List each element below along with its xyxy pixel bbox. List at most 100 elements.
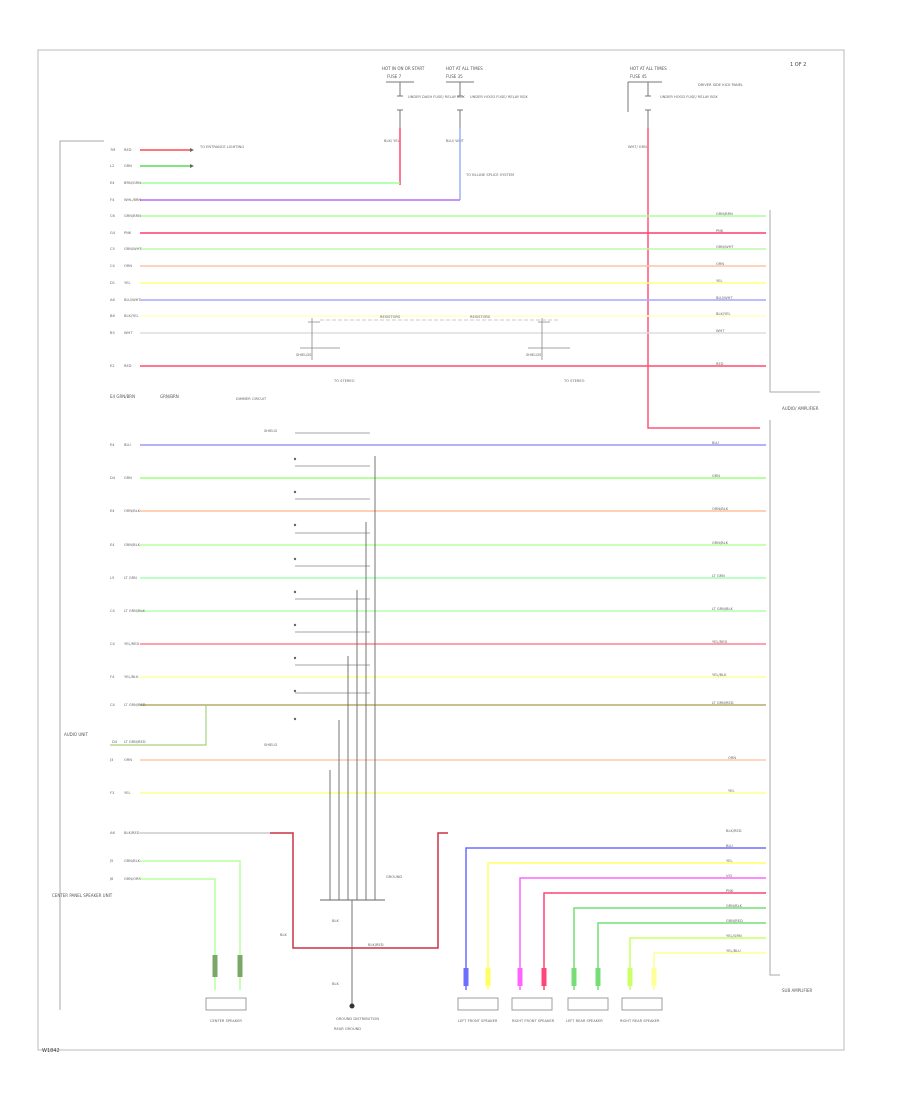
wire-code-right: LT GRN/RED	[712, 701, 734, 705]
speaker-connector	[651, 968, 657, 986]
fuse-c-bracket	[627, 81, 662, 112]
wire-code: BLK/RED	[124, 831, 140, 835]
wire-code: GRN/BRN	[124, 214, 141, 218]
right-module-bracket	[769, 210, 820, 393]
wire-code-right: LT GRN	[712, 574, 725, 578]
fuse-a-name: FUSE 7	[387, 74, 402, 79]
splice-dot	[293, 623, 297, 627]
wire-code: LT GRN	[124, 576, 137, 580]
speaker-feed	[465, 847, 766, 990]
wire-code: WHL/BRN	[124, 198, 141, 202]
shield-label-b: SHIELDS	[526, 353, 542, 357]
dimmer-row-to: GRN/BRN	[160, 394, 179, 399]
speaker-connector	[485, 968, 491, 986]
speaker-feed	[140, 878, 216, 990]
lr-speaker-label: LEFT REAR SPEAKER	[566, 1019, 603, 1023]
right-lower-bracket	[769, 420, 780, 976]
wire-code-right: GRN/BLK	[712, 541, 729, 545]
wire-pin: J3	[109, 758, 113, 762]
fuse-b-title: HOT AT ALL TIMES	[446, 66, 483, 71]
fuse-c-desc: DRIVER SIDE KICK PANEL	[698, 83, 743, 87]
wire-pin: C4	[110, 264, 116, 268]
wire-code-right: BLK/RED	[726, 829, 742, 833]
rear-ground: REAR GROUND	[334, 1027, 361, 1031]
dimmer-circuit: DIMMER CIRCUIT	[236, 397, 267, 401]
wire-pin: D1	[110, 281, 115, 285]
wire-code: BLU/WHT	[124, 298, 141, 302]
wire-pin: B5	[110, 331, 115, 335]
center-speaker-label: CENTER SPEAKER	[210, 1019, 242, 1023]
splice-dot	[293, 457, 297, 461]
speaker-feed	[543, 892, 766, 990]
left-module-bracket	[59, 140, 104, 1010]
wire-code-right: YEL/BLU	[726, 949, 741, 953]
wire-code: GRN/WHT	[124, 247, 142, 251]
wire-code: GRN	[124, 164, 132, 168]
shield-label-a: SHIELDS	[296, 353, 312, 357]
wire-pin: F4	[110, 198, 115, 202]
center-speaker-body	[205, 997, 247, 1011]
wire-c-label: WHT/ GRN	[628, 145, 647, 149]
shield-label-c: SHIELD	[264, 429, 277, 433]
rear-ground-label: REAR GROUND	[334, 1027, 361, 1031]
wire-code: YEL/BLK	[124, 675, 139, 679]
wire-pin: L2	[110, 164, 114, 168]
fuse-c-side: UNDER HOOD FUSE/ RELAY BOX	[660, 95, 718, 99]
wire-code-right: ORN	[716, 262, 724, 266]
fuse-group-a: HOT IN ON OR START FUSE 7 UNDER DASH FUS…	[382, 66, 465, 143]
wire-code-right: GRN/WHT	[716, 245, 734, 249]
wire-pin: C4	[110, 642, 116, 646]
right-module-label: AUDIO/ AMPLIFIER	[782, 406, 819, 411]
wire-code-right: GRN/BRN	[716, 212, 733, 216]
wire-pin: J5	[109, 859, 113, 863]
footer-code: W1842	[42, 1048, 60, 1054]
ltgrn-branch-code: LT GRN/RED	[124, 740, 146, 744]
blk-label: BLK	[280, 933, 287, 937]
fuse-b-symbol	[457, 82, 463, 128]
shield-line-a	[300, 318, 340, 360]
wire-pin: C6	[110, 214, 116, 218]
fuse-a-side: UNDER DASH FUSE/ RELAY BOX	[408, 95, 465, 99]
speaker-connector	[517, 968, 523, 986]
wire-code-right: GRN/BLK	[726, 904, 743, 908]
wire-code: BRN/GRN	[124, 181, 141, 185]
wire-code-right: YEL/GRN	[726, 934, 742, 938]
wire-code-right: VIO	[726, 874, 733, 878]
center-speaker: CENTER SPEAKER	[205, 997, 247, 1023]
arrow-icon	[190, 164, 194, 168]
wire-pin: C5	[110, 247, 115, 251]
speakers: CENTER SPEAKER REAR GROUND LEFT FRONT SP…	[205, 997, 663, 1031]
bundle-ground	[320, 899, 385, 1006]
wire-code: ORN	[124, 758, 132, 762]
wire-code: RED	[124, 148, 132, 152]
splice-dot	[293, 523, 297, 527]
speaker-connector	[237, 955, 243, 977]
speaker-feed	[140, 860, 241, 990]
splice-dot	[293, 717, 297, 721]
wire-pin: C4	[110, 609, 116, 613]
wire-pin: A6	[110, 831, 115, 835]
rf-speaker-body	[511, 997, 553, 1011]
right-speaker-wires: BLK/REDBLUYELVIOPNKGRN/BLKGRN/REDYEL/GRN…	[463, 829, 766, 990]
speaker-feed	[487, 862, 766, 990]
wire-b-label: BLU/ WHT	[446, 139, 465, 143]
lf-speaker-body	[457, 997, 499, 1011]
splice-dot	[293, 490, 297, 494]
stereo-label-b: TO STEREO	[563, 379, 585, 383]
wire-code-right: WHT	[716, 329, 725, 333]
page-ref: 1 OF 2	[790, 62, 806, 68]
wire-code-right: PNK	[716, 229, 724, 233]
left-module-label: CENTER PANEL SPEAKER UNIT	[52, 893, 113, 898]
splice-note: TO IN-LINE SPLICE SYSTEM	[465, 173, 514, 177]
gnd-sub: GROUND DISTRIBUTION	[336, 1017, 379, 1021]
wire-code-right: YEL	[726, 859, 732, 863]
wire-code: LT GRN/BLK	[124, 609, 145, 613]
wire-pin: L5	[110, 576, 114, 580]
lr-speaker-body	[567, 997, 609, 1011]
wire-pin: F4	[110, 675, 115, 679]
resistor-label-b: RESISTORS	[470, 315, 491, 319]
wire-code-right: BLU	[726, 844, 733, 848]
